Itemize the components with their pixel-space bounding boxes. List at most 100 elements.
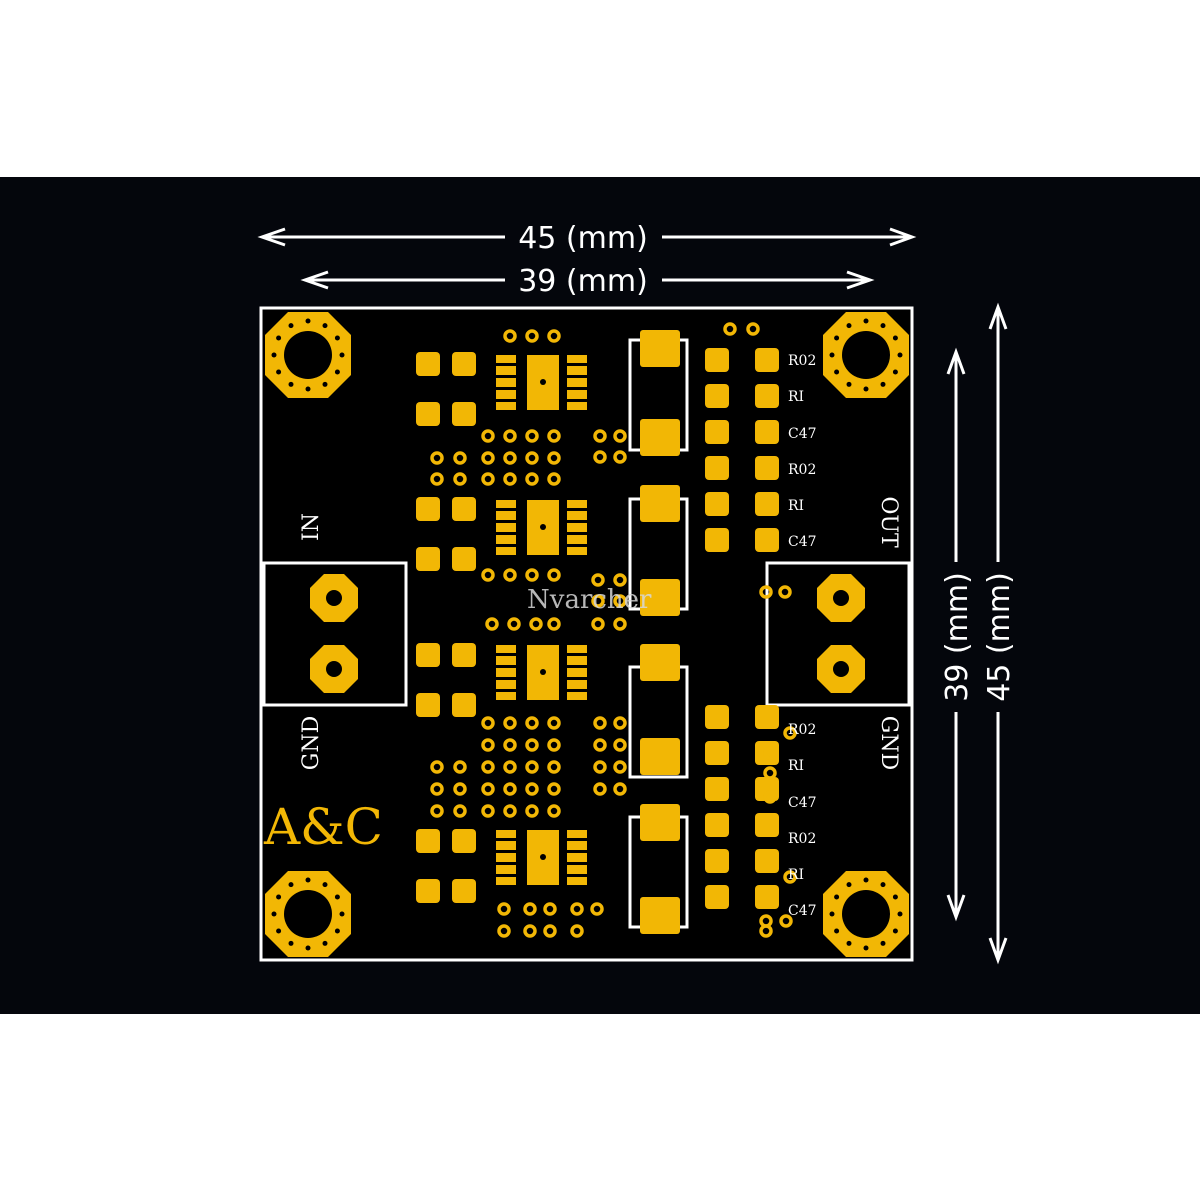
brand-logo: A&C (263, 798, 383, 856)
via (525, 429, 539, 443)
smd-pad (452, 547, 476, 571)
via (481, 716, 495, 730)
via (430, 760, 444, 774)
smd-pad (416, 693, 440, 717)
smd-pad (452, 829, 476, 853)
input-connector-outline (262, 561, 408, 707)
via (503, 568, 517, 582)
via (613, 429, 627, 443)
via (525, 738, 539, 752)
via (763, 766, 777, 780)
vias (430, 322, 797, 938)
smd-pad (705, 705, 729, 729)
via (591, 617, 605, 631)
smd-pad (452, 693, 476, 717)
via (525, 329, 539, 343)
ref-label: C47 (788, 426, 817, 442)
via (503, 329, 517, 343)
via (613, 573, 627, 587)
via (590, 902, 604, 916)
via (497, 902, 511, 916)
via (763, 746, 777, 760)
smd-pad (452, 497, 476, 521)
smd-pad (452, 643, 476, 667)
smd-pad (452, 879, 476, 903)
smd-pad (705, 885, 729, 909)
via (481, 760, 495, 774)
output-connector-outline (765, 561, 911, 707)
smd-pad (755, 528, 779, 552)
smd-pad (755, 456, 779, 480)
via (547, 738, 561, 752)
smd-pad (452, 352, 476, 376)
via (547, 429, 561, 443)
ref-label: RI (788, 867, 804, 883)
ref-label: R02 (788, 831, 816, 847)
via (503, 804, 517, 818)
via (525, 760, 539, 774)
via (779, 914, 793, 928)
via (547, 804, 561, 818)
ic-footprints (496, 355, 587, 885)
via (613, 594, 627, 608)
ic-footprint (496, 355, 587, 410)
via (593, 716, 607, 730)
via (485, 617, 499, 631)
via (481, 451, 495, 465)
via (783, 870, 797, 884)
via (481, 804, 495, 818)
via (723, 322, 737, 336)
smd-pad (755, 885, 779, 909)
label-gnd-left: GND (299, 716, 324, 770)
via (481, 568, 495, 582)
smd-pad (755, 420, 779, 444)
dimension-label-45-top: 45 (mm) (518, 221, 648, 256)
label-in: IN (299, 513, 324, 541)
smd-pad (705, 777, 729, 801)
via (497, 924, 511, 938)
ref-label: C47 (788, 903, 817, 919)
smd-pad (705, 348, 729, 372)
ref-label: RI (788, 498, 804, 514)
smd-pads (416, 348, 779, 909)
ref-label: C47 (788, 795, 817, 811)
via (525, 568, 539, 582)
via (503, 760, 517, 774)
via (543, 924, 557, 938)
smd-pad (755, 813, 779, 837)
via (547, 617, 561, 631)
via (547, 329, 561, 343)
smd-pad (416, 497, 440, 521)
via (613, 738, 627, 752)
via (503, 451, 517, 465)
smd-pad (705, 849, 729, 873)
via (529, 617, 543, 631)
ic-footprint (496, 830, 587, 885)
ref-label: R02 (788, 353, 816, 369)
via (525, 804, 539, 818)
label-gnd-right: GND (876, 716, 901, 770)
via (453, 760, 467, 774)
via (525, 472, 539, 486)
via (547, 782, 561, 796)
via (763, 790, 777, 804)
via (547, 568, 561, 582)
smd-pad (416, 829, 440, 853)
via (570, 902, 584, 916)
ref-label: R02 (788, 722, 816, 738)
connector-pad-drills (326, 590, 849, 677)
via (613, 450, 627, 464)
via (481, 782, 495, 796)
via (591, 594, 605, 608)
smd-pad (416, 352, 440, 376)
dimension-label-39-top: 39 (mm) (518, 264, 648, 299)
pcb-svg: 45 (mm) 39 (mm) 39 (mm) 45 (mm) (257, 221, 1017, 965)
smd-pad (705, 456, 729, 480)
ref-label: C47 (788, 534, 817, 550)
via (525, 782, 539, 796)
smd-pad (755, 849, 779, 873)
via (481, 429, 495, 443)
via (593, 782, 607, 796)
via (593, 760, 607, 774)
via (430, 451, 444, 465)
